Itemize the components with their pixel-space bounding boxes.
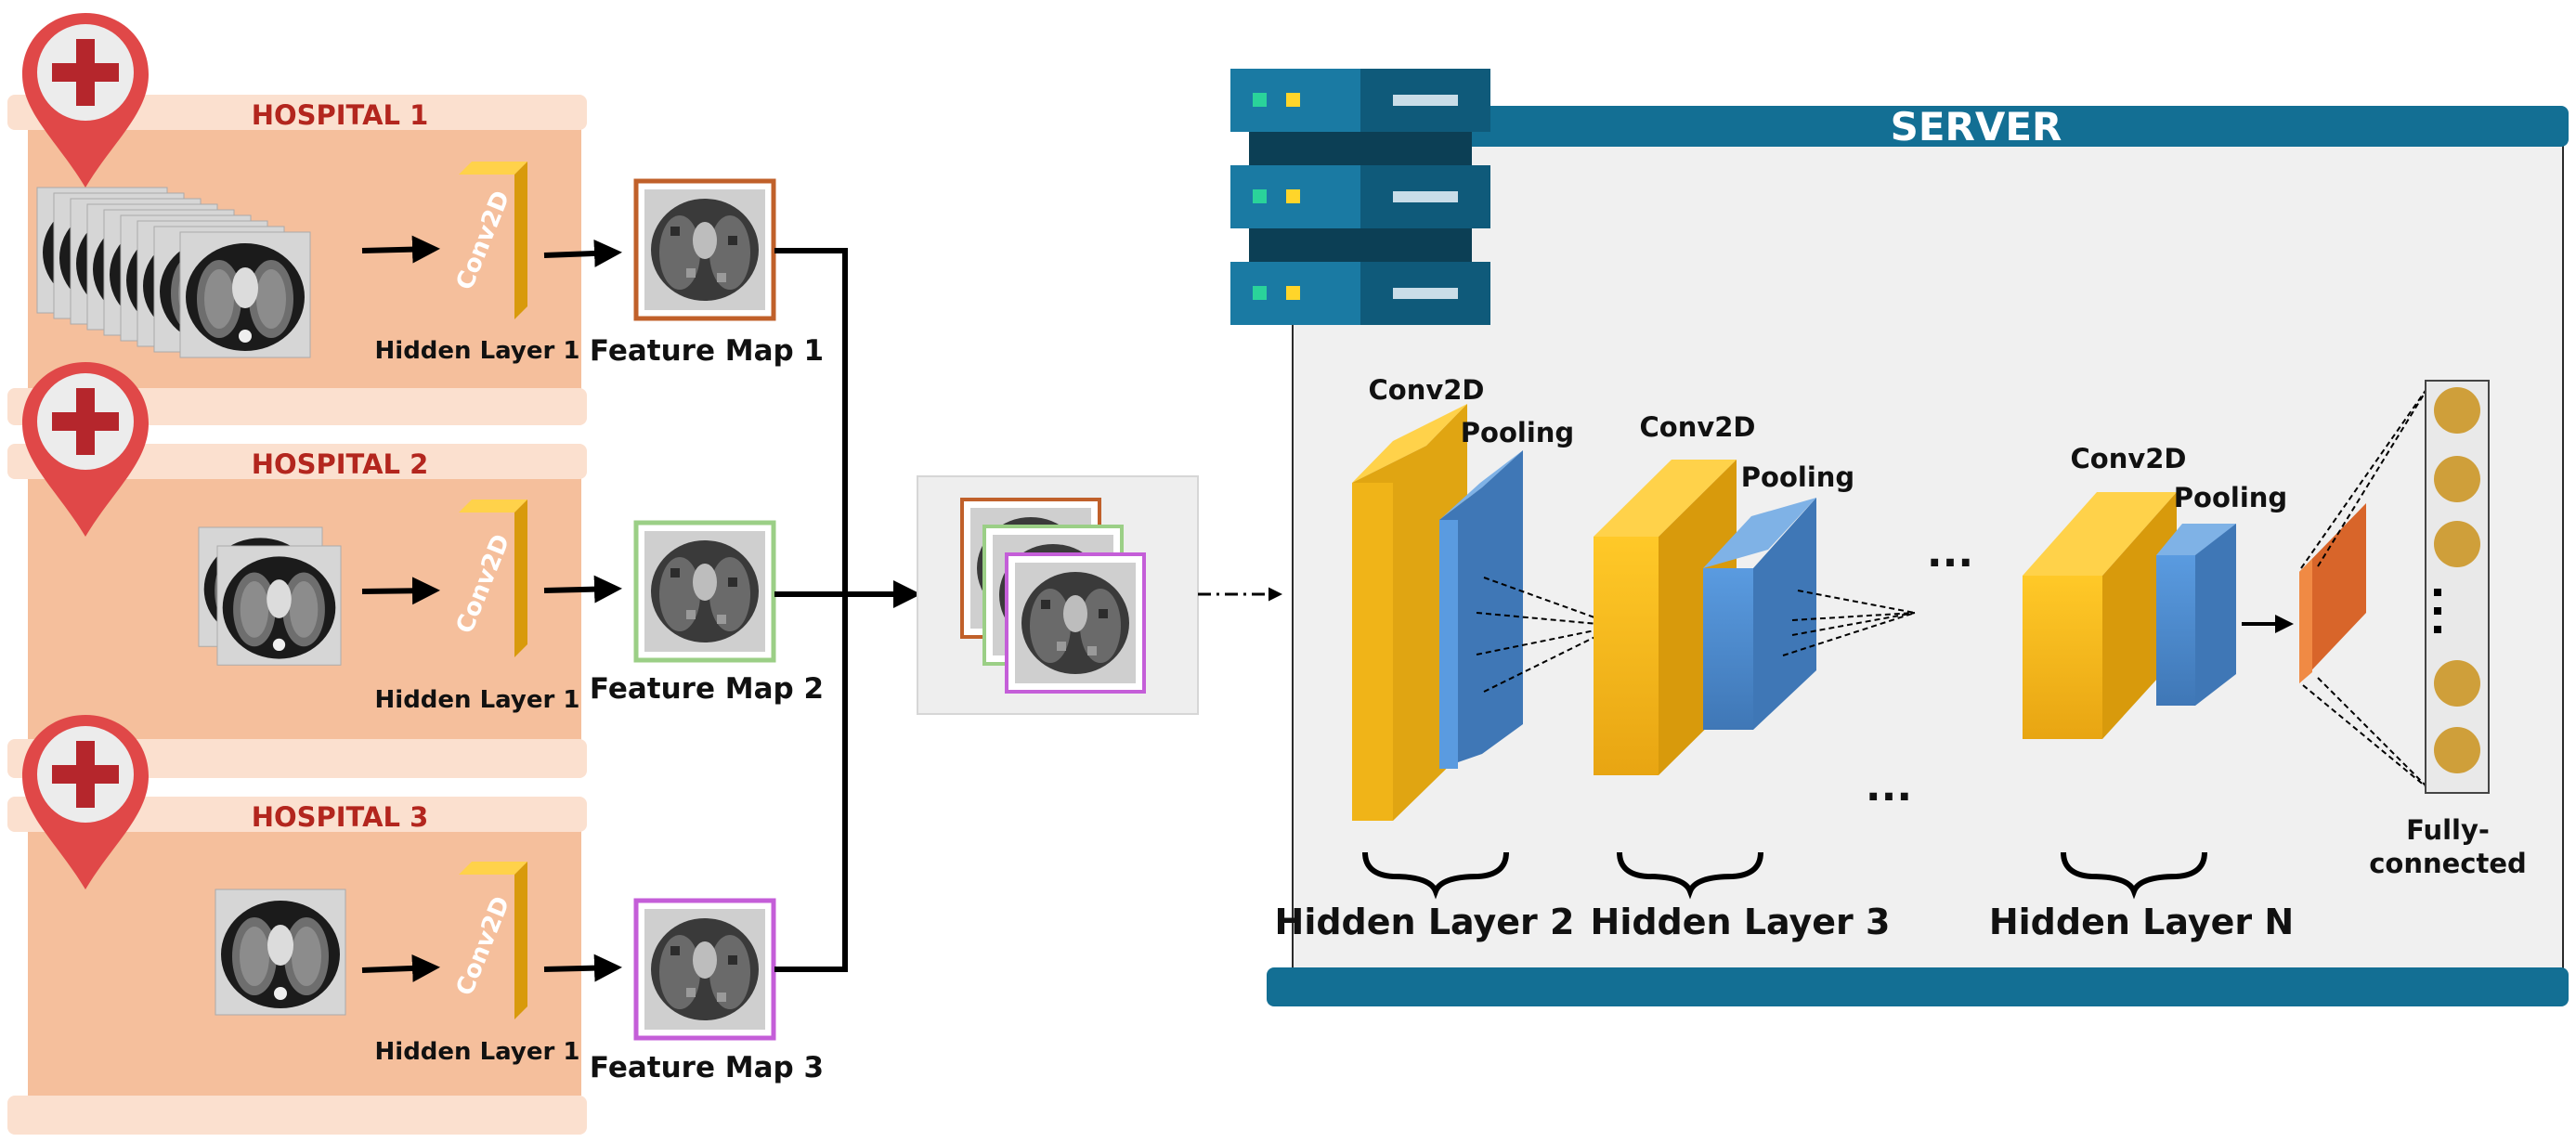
hospital-3-title: HOSPITAL 3	[252, 801, 429, 833]
stage-2-pool-label: Pooling	[1741, 461, 1854, 493]
hospital-1-title: HOSPITAL 1	[252, 99, 429, 131]
hospital-2-panel: HOSPITAL 2	[7, 444, 587, 778]
stage-2-connections	[1782, 590, 1916, 656]
fc-label-line2: connected	[2369, 848, 2527, 879]
feature-map-3-label: Feature Map 3	[590, 1051, 824, 1084]
stage-n-conv-label: Conv2D	[2070, 443, 2186, 474]
feature-map-3	[633, 898, 776, 1041]
server-title: SERVER	[1891, 104, 2062, 149]
ellipsis-bottom: ...	[1866, 763, 1912, 811]
hospital-2-title: HOSPITAL 2	[252, 448, 429, 480]
aggregation-connectors	[774, 248, 921, 972]
feature-map-1	[633, 178, 776, 321]
stage-2-pool-block	[1703, 498, 1816, 730]
stage-2-layer-label: Hidden Layer 3	[1591, 902, 1891, 942]
server-rack-icon	[1230, 69, 1490, 325]
feature-map-2	[633, 520, 776, 663]
fc-node	[2434, 387, 2480, 434]
fully-connected-layer	[2425, 380, 2490, 794]
ellipsis-top: ...	[1927, 529, 1973, 577]
feature-map-1-label: Feature Map 1	[590, 334, 824, 368]
fc-node	[2434, 456, 2480, 502]
hospital-3-layer-label: Hidden Layer 1	[375, 1038, 580, 1066]
hospital-1-layer-label: Hidden Layer 1	[375, 337, 580, 365]
stage-n-pool-block	[2156, 524, 2236, 706]
stage-1-pool-label: Pooling	[1461, 417, 1574, 448]
fc-connections	[2300, 382, 2432, 792]
fc-node	[2434, 727, 2480, 773]
hospital-2-layer-label: Hidden Layer 1	[375, 686, 580, 714]
stage-n-pool-label: Pooling	[2174, 482, 2287, 513]
feature-map-2-label: Feature Map 2	[590, 672, 824, 706]
flatten-layer	[2299, 503, 2366, 683]
fc-label-line1: Fully-	[2406, 814, 2490, 846]
brace-stage-1	[1362, 851, 1509, 900]
stage-1-pool-block	[1439, 450, 1523, 769]
brace-stage-2	[1617, 851, 1763, 900]
stage-1-conv-block	[1352, 404, 1467, 821]
stage-n-layer-label: Hidden Layer N	[1989, 902, 2294, 942]
stage-1-conv-label: Conv2D	[1368, 374, 1484, 406]
hospital-3-ct-scan	[215, 889, 346, 1016]
fc-node	[2434, 521, 2480, 567]
fc-node	[2434, 660, 2480, 707]
stage-1-layer-label: Hidden Layer 2	[1275, 902, 1575, 942]
aggregated-feature-maps	[917, 475, 1199, 715]
brace-stage-n	[2061, 851, 2207, 900]
hospital-2-ct-scans	[198, 526, 342, 666]
stage-2-conv-label: Conv2D	[1639, 411, 1755, 443]
